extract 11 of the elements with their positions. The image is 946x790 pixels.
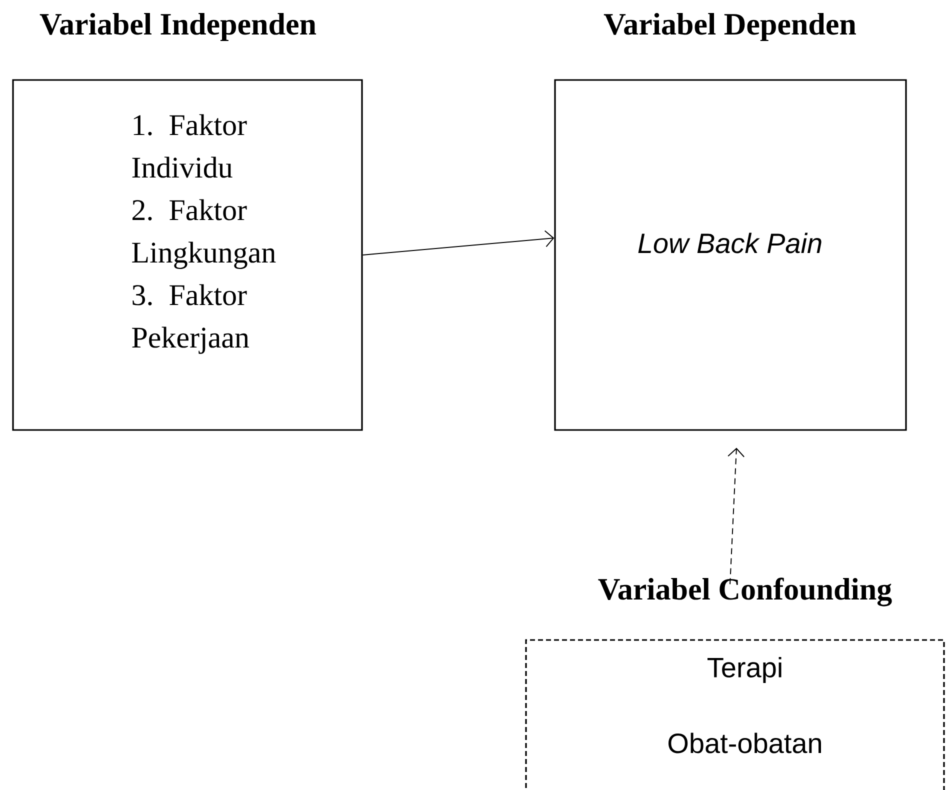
list-item: 1. Faktor Individu	[132, 114, 247, 178]
list-item: 2. Faktor Lingkungan	[132, 199, 276, 269]
arrow	[362, 230, 554, 256]
arrow	[728, 448, 745, 585]
heading: Variabel Independen	[40, 12, 316, 42]
heading: Variabel Confounding	[598, 578, 892, 606]
label-text: Terapi	[708, 656, 782, 684]
list-item: 3. Faktor Pekerjaan	[132, 284, 250, 354]
label-text: Low Back Pain	[638, 232, 822, 254]
heading: Variabel Dependen	[604, 12, 856, 42]
label-text: Obat-obatan	[668, 732, 821, 754]
